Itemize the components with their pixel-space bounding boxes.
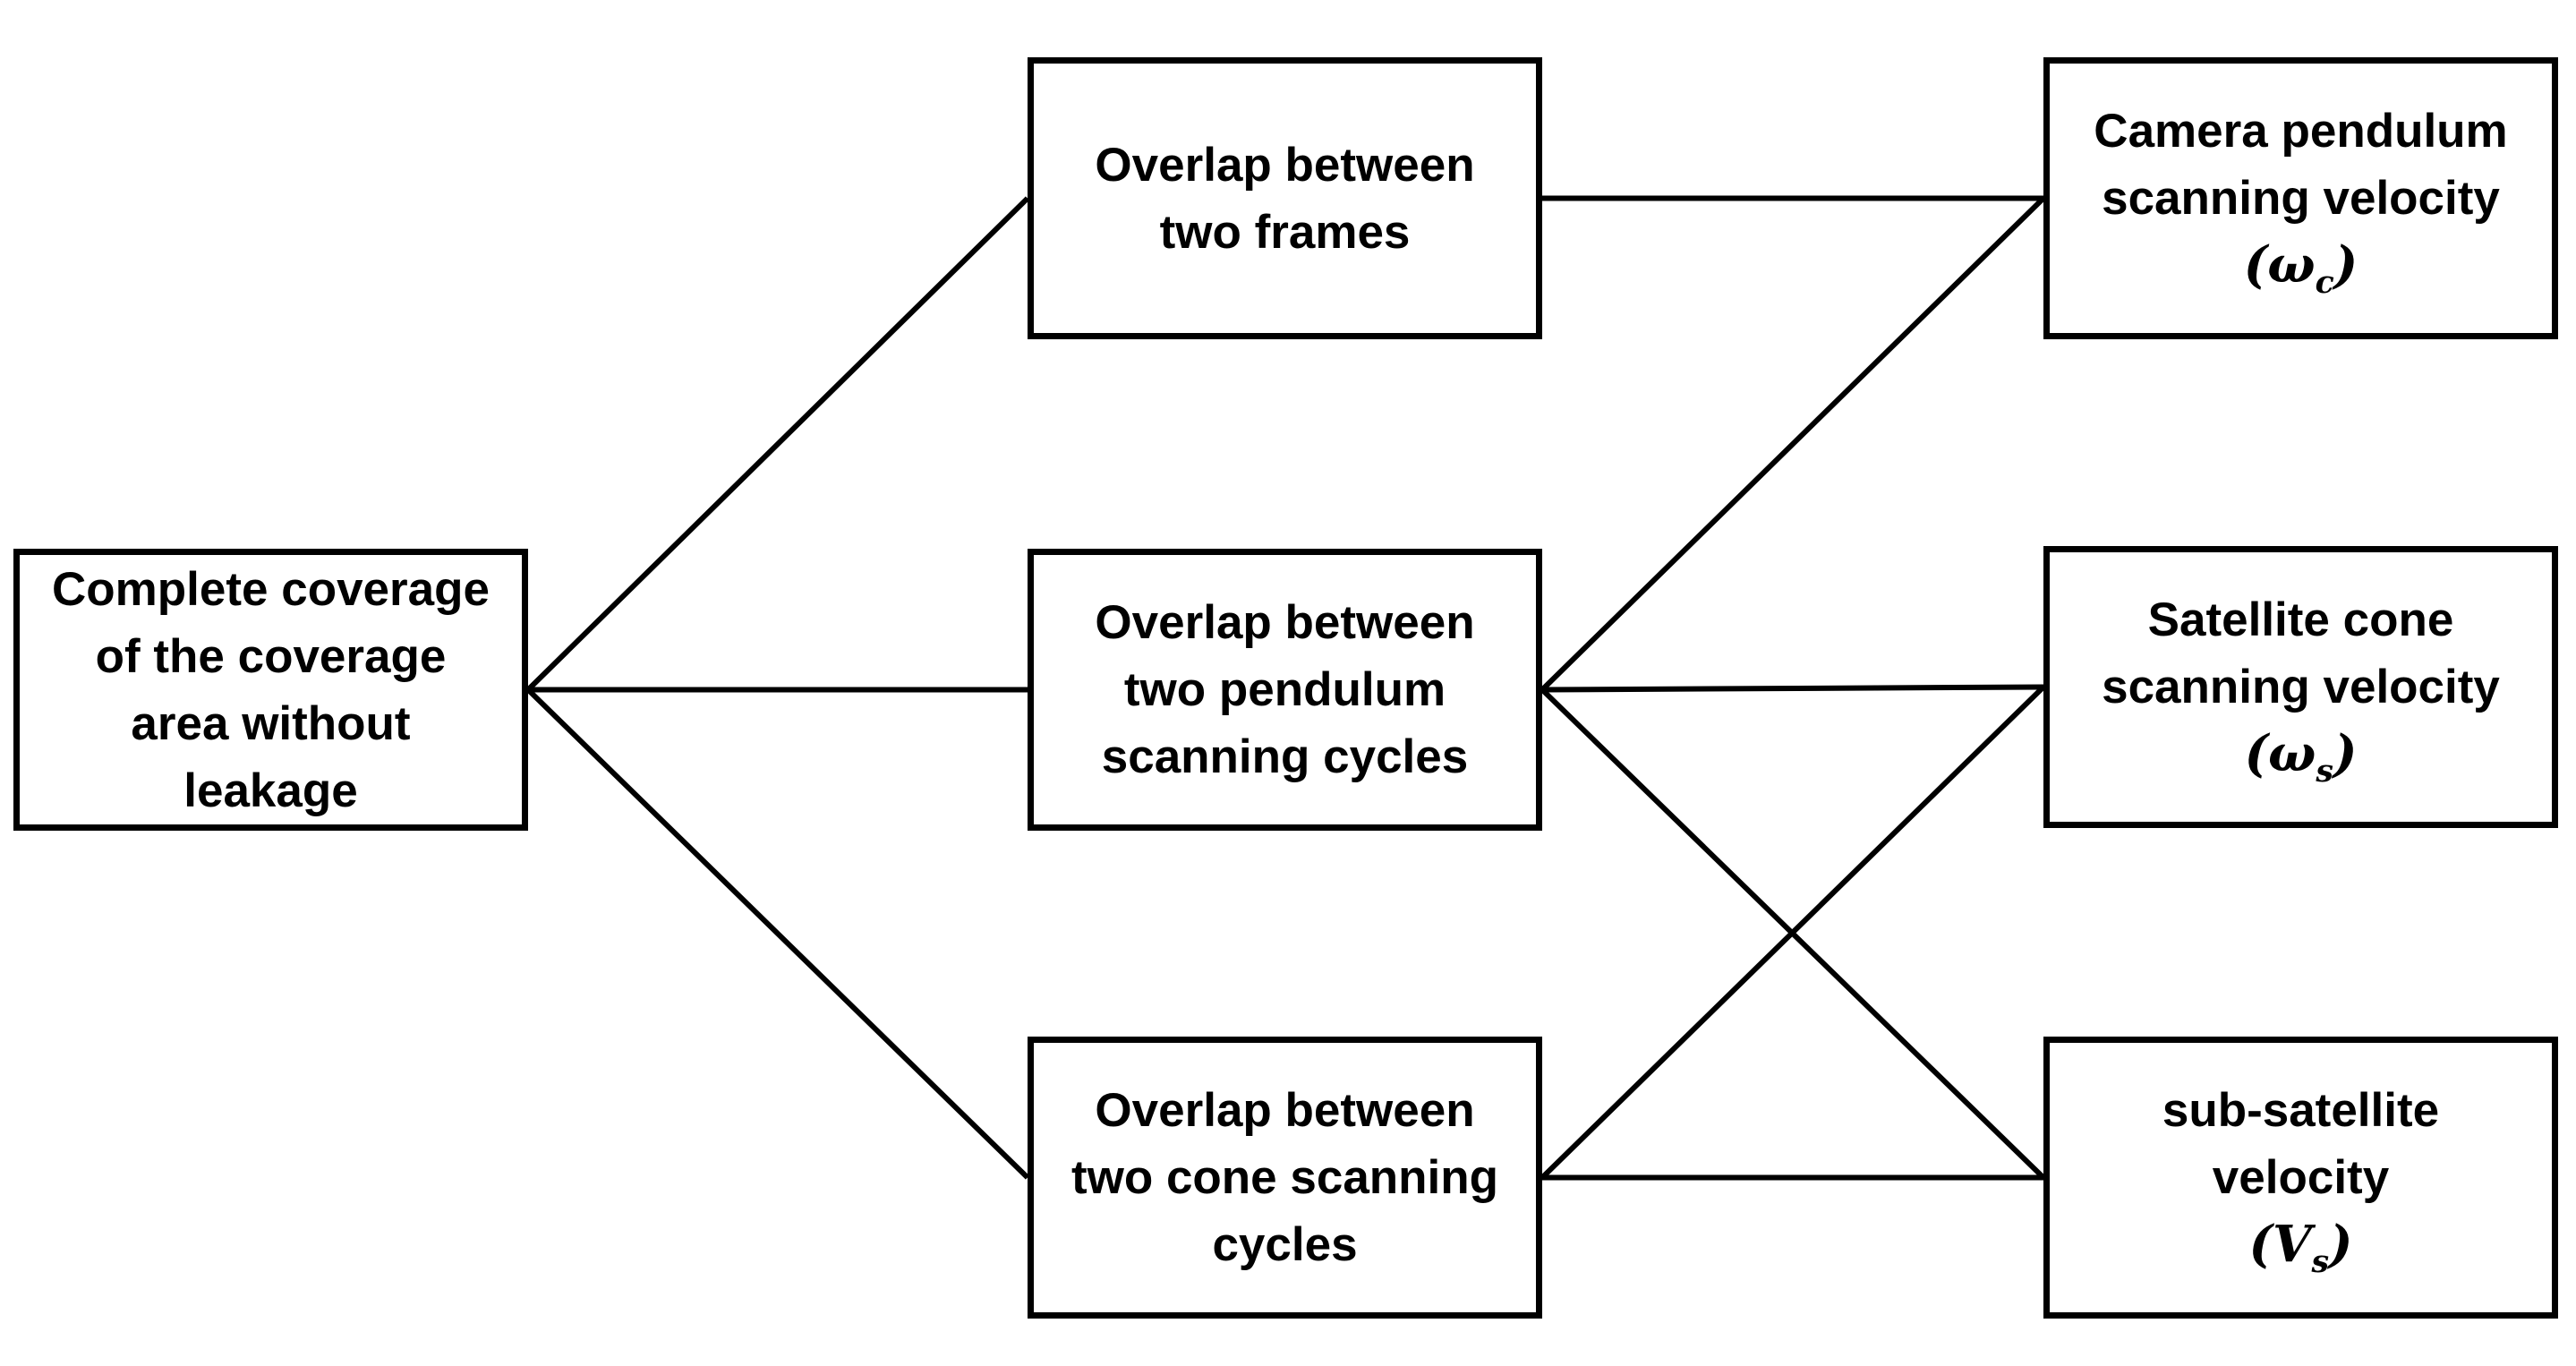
node-symbol-omega-s: (ωs): [2245, 721, 2358, 788]
node-symbol-v-s: (Vs): [2249, 1211, 2353, 1278]
node-camera-pendulum-velocity: Camera pendulum scanning velocity (ωc): [2043, 57, 2558, 339]
edge-pendulum-camera: [1540, 196, 2046, 692]
edge-goal-cone: [525, 687, 1030, 1180]
edge-goal-frames: [525, 196, 1030, 692]
node-label: Overlap between two cone scanning cycles: [1070, 1084, 1499, 1271]
symbol-post: ): [2333, 235, 2358, 295]
symbol-post: ): [2329, 1215, 2353, 1274]
node-symbol-omega-c: (ωc): [2244, 232, 2358, 299]
symbol-subscript: s: [2311, 1243, 2329, 1281]
edge-cone-satcone: [1540, 685, 2046, 1180]
symbol-pre: (ω: [2244, 724, 2316, 783]
node-label: Overlap between two pendulum scanning cy…: [1095, 596, 1475, 783]
symbol-pre: (V: [2248, 1215, 2312, 1274]
symbol-subscript: s: [2316, 753, 2333, 790]
node-label: Satellite cone scanning velocity: [2102, 593, 2500, 713]
symbol-pre: (ω: [2243, 235, 2316, 295]
symbol-subscript: c: [2315, 264, 2334, 302]
node-complete-coverage: Complete coverage of the coverage area w…: [13, 549, 528, 831]
node-overlap-pendulum-cycles: Overlap between two pendulum scanning cy…: [1028, 549, 1542, 831]
node-overlap-two-frames: Overlap between two frames: [1028, 57, 1542, 339]
node-label: Complete coverage of the coverage area w…: [52, 562, 490, 817]
node-label: Camera pendulum scanning velocity: [2094, 105, 2508, 225]
node-label: sub-satellite velocity: [2162, 1084, 2440, 1204]
node-label: Overlap between two frames: [1095, 138, 1475, 259]
node-satellite-cone-velocity: Satellite cone scanning velocity (ωs): [2043, 546, 2558, 828]
symbol-post: ): [2333, 724, 2358, 783]
node-overlap-cone-cycles: Overlap between two cone scanning cycles: [1028, 1037, 1542, 1319]
node-sub-satellite-velocity: sub-satellite velocity (Vs): [2043, 1037, 2558, 1319]
edge-pendulum-satcone: [1541, 684, 2044, 693]
